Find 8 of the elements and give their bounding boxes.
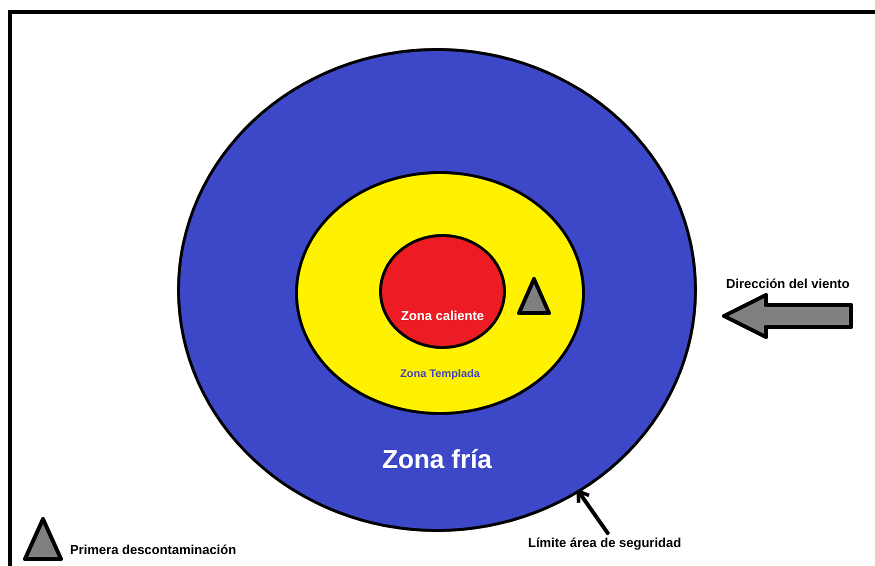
zone-label: Zona caliente: [400, 308, 484, 323]
leader-arrow: [576, 490, 610, 535]
callout-text: Límite área de seguridad: [528, 535, 682, 550]
triangle-icon: [516, 276, 552, 316]
zone-label: Zona fría: [382, 444, 492, 475]
zone-label: Zona Templada: [400, 368, 480, 380]
wind-label: Dirección del viento: [726, 276, 850, 291]
legend-text: Primera descontaminación: [70, 542, 236, 557]
